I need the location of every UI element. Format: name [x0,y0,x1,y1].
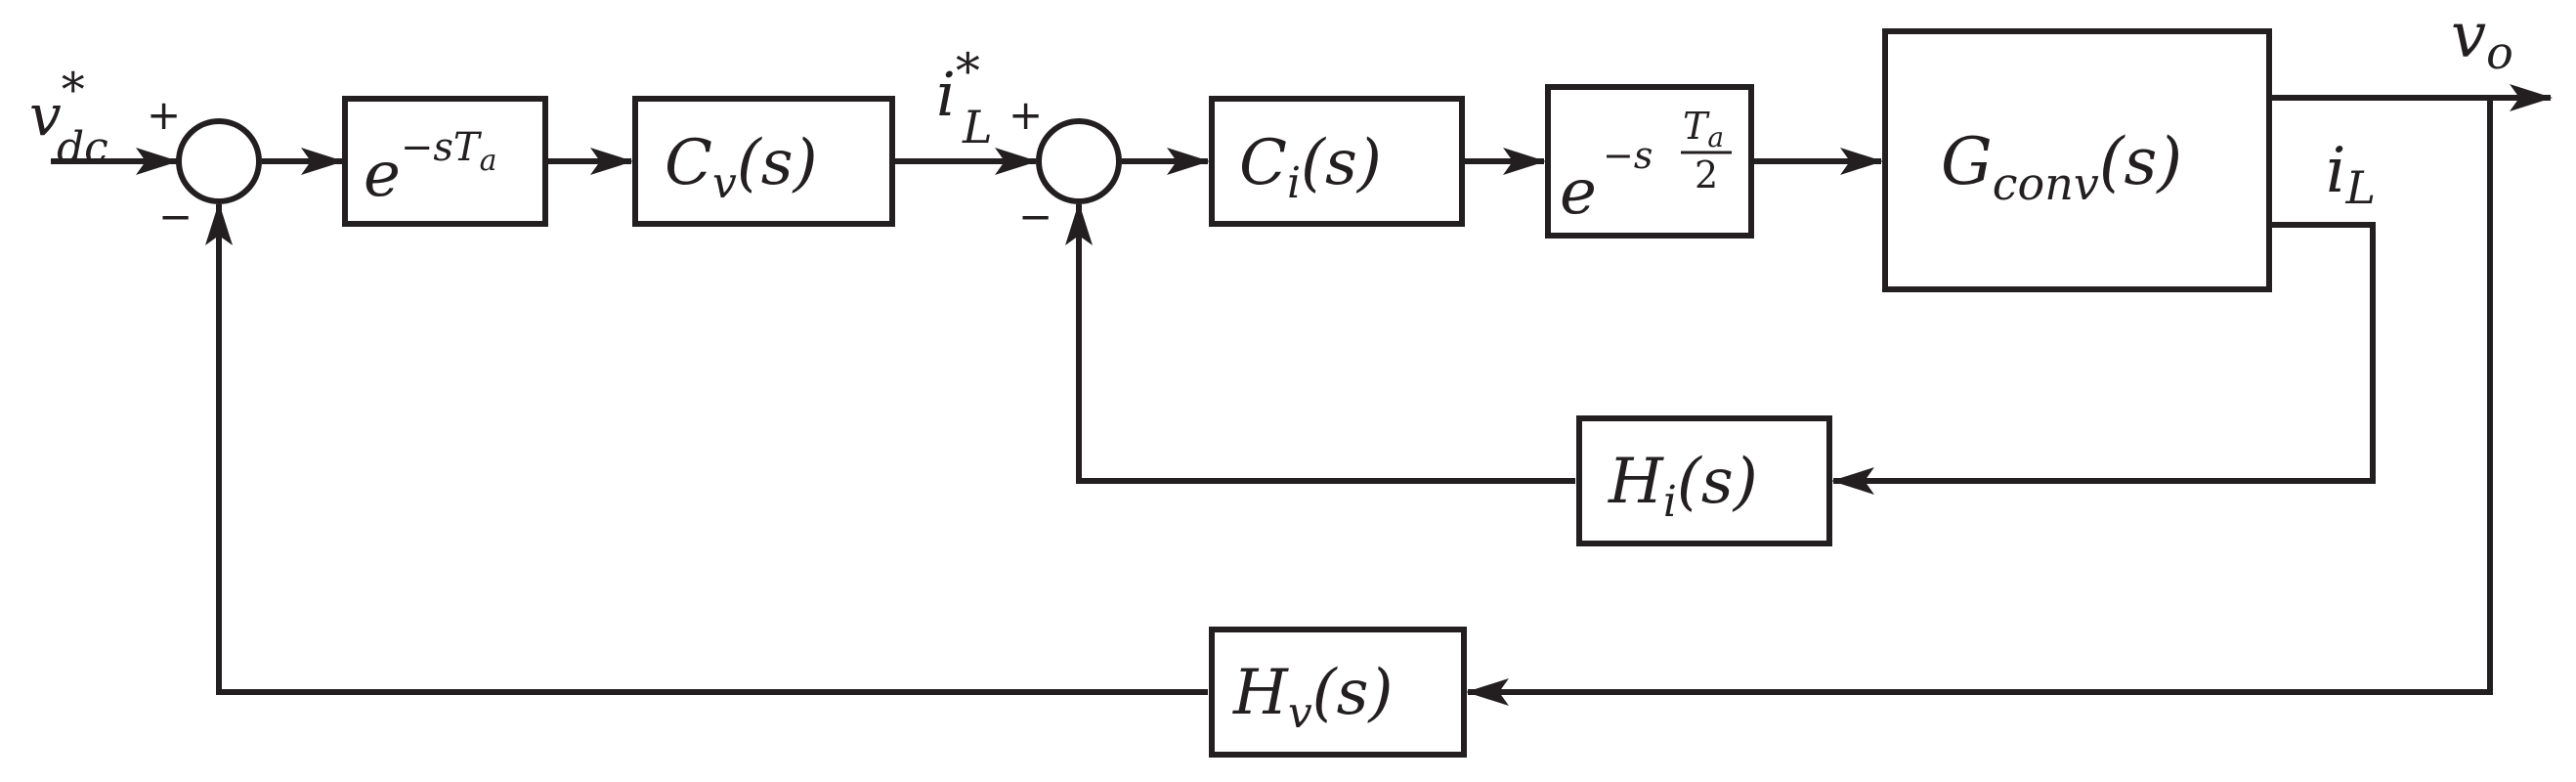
svg-text:e: e [1560,156,1597,229]
ci-block [1209,96,1465,227]
signal-wires [51,84,2553,706]
gconv-label: Gconv(s) [1941,124,2182,210]
minus-sign-current-loop: − [1018,193,1052,240]
ci-label: Ci(s) [1239,127,1382,208]
plus-sign-il: + [1009,91,1043,139]
vo-label: vo [2451,0,2513,79]
gconv-block [1882,28,2272,292]
delay-ta-label: e−sTa [364,125,497,211]
svg-text:2: 2 [1695,153,1718,196]
hi-block [1576,415,1832,546]
delay-half-label: e −s Ta 2 [1560,105,1732,229]
delay-ta-block [342,96,548,227]
summing-junction-voltage [176,118,262,204]
hi-label: Hi(s) [1608,446,1758,527]
plus-sign-vdc: + [147,91,181,139]
svg-text:−s: −s [1603,134,1653,177]
cv-label: Cv(s) [665,127,818,208]
cv-block [632,96,895,227]
il-ref-label: i*L [936,43,993,153]
minus-sign-voltage-loop: − [158,193,193,240]
wire-il-feedback [1831,222,2376,495]
svg-text:Ta: Ta [1683,105,1724,153]
wire-vo-feedback [1466,98,2493,706]
delay-half-block [1545,84,1754,239]
hv-label: Hv(s) [1232,657,1393,738]
wire-hv-to-sum1 [205,202,1208,695]
wire-hi-to-sum2 [1065,202,1575,484]
vdc-ref-label: v*dc [29,63,108,173]
hv-block [1209,627,1467,758]
summing-junction-current [1036,118,1122,204]
il-label: iL [2326,135,2376,214]
